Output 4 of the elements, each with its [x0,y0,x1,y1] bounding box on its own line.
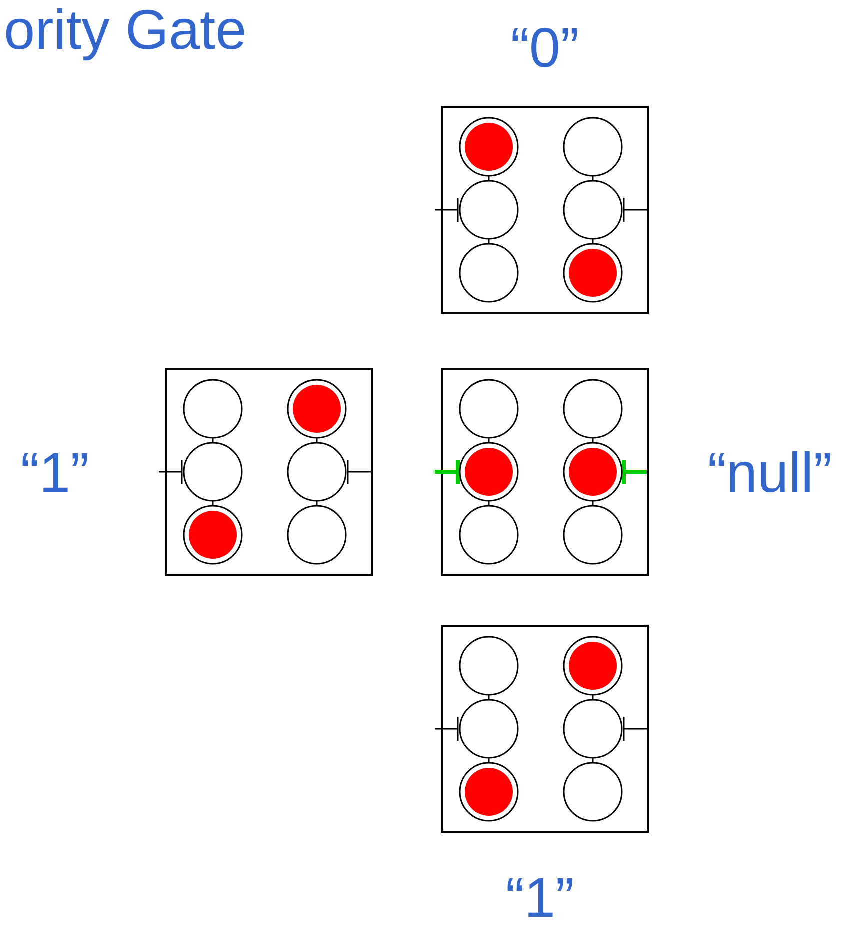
value-label: “1” [506,870,574,925]
value-label: “0” [510,20,580,76]
value-label: “1” [20,445,90,501]
value-label: “null” [708,445,832,501]
